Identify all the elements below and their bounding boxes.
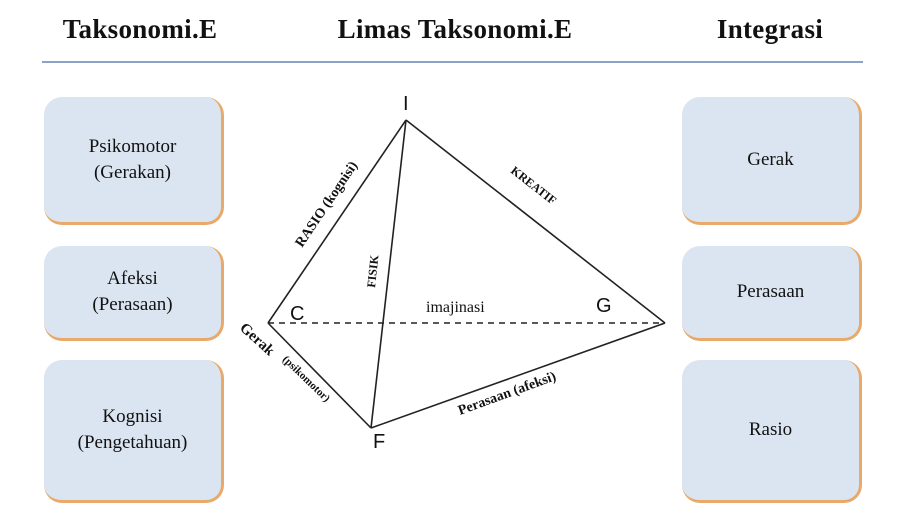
edge-bottom-right: [370, 322, 666, 429]
gerak-card-label: Gerak: [747, 148, 794, 170]
psikomotor-label: Psikomotor: [88, 135, 177, 157]
imajinasi-label: imajinasi: [426, 299, 485, 316]
perasaan-card-label: Perasaan: [736, 281, 805, 303]
gerak-card: Gerak: [682, 97, 862, 225]
perasaan-afeksi-label: Perasaan (afeksi): [456, 369, 558, 418]
perasaan-card: Perasaan: [682, 246, 862, 341]
rasio-card: Rasio: [682, 360, 862, 503]
afeksi-card: Afeksi (Perasaan): [44, 246, 224, 341]
limas-taksonomi-header: Limas Taksonomi.E: [337, 14, 573, 44]
edge-top-left: [267, 119, 407, 324]
pengetahuan-label: (Pengetahuan): [77, 432, 188, 453]
edge-top-right: [405, 119, 666, 324]
header-rule-left: [42, 61, 672, 63]
afeksi-label: Afeksi: [107, 268, 158, 290]
fisik-label: FISIK: [364, 254, 381, 289]
taksonomi-header: Taksonomi.E: [62, 14, 218, 44]
rasio-card-label: Rasio: [748, 419, 793, 441]
vertex-i-label: I: [403, 93, 409, 115]
psikomotor-card: Psikomotor (Gerakan): [44, 97, 224, 225]
edge-left-bottom: [267, 322, 372, 429]
edge-top-bottom: [370, 119, 407, 429]
kognisi-card: Kognisi (Pengetahuan): [44, 360, 224, 503]
perasaan-sub-label: (Perasaan): [92, 294, 173, 315]
kognisi-label: Kognisi: [102, 406, 163, 428]
header-rule-right: [658, 61, 863, 63]
gerakan-label: (Gerakan): [93, 161, 171, 183]
vertex-c-label: C: [290, 303, 304, 325]
integrasi-header: Integrasi: [716, 14, 824, 44]
kreatif-label: KREATIF: [508, 163, 559, 207]
vertex-f-label: F: [373, 431, 385, 453]
vertex-g-label: G: [596, 295, 612, 317]
